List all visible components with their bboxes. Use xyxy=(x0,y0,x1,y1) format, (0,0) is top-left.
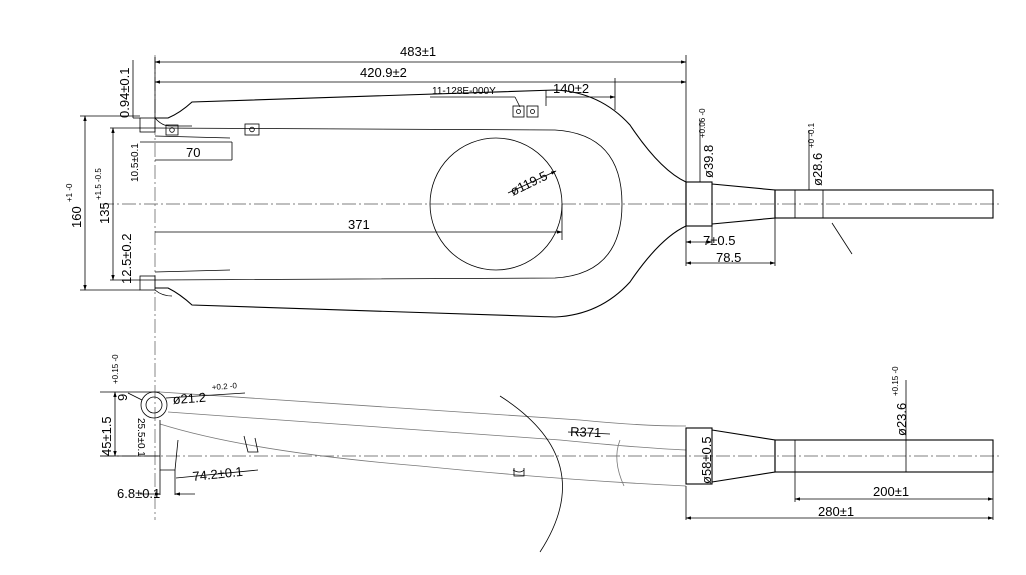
dim-steer-low-tol: +0.15 -0 xyxy=(891,366,900,396)
boss-upper-mid xyxy=(244,123,260,136)
dropout-line-upper xyxy=(154,135,231,139)
dim-160-tol: +1 -0 xyxy=(65,183,74,202)
dim-45: 45±1.5 xyxy=(99,416,114,456)
crown-curve xyxy=(616,439,625,487)
dim-steer-dia-tol: +0 -0.1 xyxy=(807,122,816,148)
steerer-tube xyxy=(774,189,994,219)
boss-hole-upper-mid xyxy=(249,126,255,133)
side-view: 9 +0.15 -0 ø21.2 +0.2 -0 45±1.5 25.5±0.1… xyxy=(99,354,1000,553)
boss-upper-left xyxy=(165,124,179,136)
dropout-lower-tab xyxy=(159,420,179,471)
dim-78: 78.5 xyxy=(716,250,741,265)
dim-125: 12.5±0.2 xyxy=(119,233,134,284)
dim-axle-9: 9 xyxy=(115,394,130,401)
dimline-74 xyxy=(175,469,259,479)
blade-upper-edge xyxy=(159,391,687,427)
dim-axle-9-tol: +0.15 -0 xyxy=(111,354,120,384)
marker-dot-right xyxy=(530,109,535,114)
dropout-fillet-lower xyxy=(154,289,173,297)
dim-25: 25.5±0.1 xyxy=(135,418,146,457)
dim-135: 135 xyxy=(97,202,112,224)
dim-160: 160 xyxy=(69,206,84,228)
dim-steer-dia: ø28.6 xyxy=(810,153,825,186)
dim-74: 74.2±0.1 xyxy=(192,464,244,484)
dropout-mid-tab xyxy=(243,435,259,453)
axle-outer-circle xyxy=(140,391,168,419)
dropout-line-lower xyxy=(154,269,231,273)
fork-inner-slot-outline xyxy=(154,127,623,281)
side-steerer-tube xyxy=(774,439,994,473)
dropout-fillet-upper xyxy=(154,117,192,127)
dim-crown-58: ø58±0.5 xyxy=(699,436,714,484)
dim-axle-dia-tol: +0.2 -0 xyxy=(212,381,238,392)
axle-dia-leader xyxy=(165,392,246,399)
side-crown xyxy=(685,427,713,485)
boss-hole-upper-left xyxy=(169,127,175,133)
dim-part-number: 11-128E-000Y xyxy=(432,86,496,97)
axle-inner-circle xyxy=(145,396,163,414)
dim-420: 420.9±2 xyxy=(360,65,407,80)
dim-7: 7±0.5 xyxy=(703,233,735,248)
dim-crown-dia: ø39.8 xyxy=(701,145,716,178)
dim-280: 280±1 xyxy=(818,504,854,519)
steerer-leader xyxy=(831,222,853,255)
dropout-tab-upper xyxy=(139,117,156,133)
dim-483: 483±1 xyxy=(400,44,436,59)
partnumber-leader xyxy=(514,96,521,108)
marker-box-right xyxy=(526,105,539,118)
dropout-tab-lower xyxy=(139,275,156,291)
dim-140: 140±2 xyxy=(553,81,589,96)
dim-axle-dia: ø21.2 xyxy=(172,390,206,407)
dim-094: 0.94±0.1 xyxy=(117,67,132,118)
dim-steer-low-dia: ø23.6 xyxy=(894,403,909,436)
dim-radius: R371 xyxy=(570,424,602,440)
blade-lower-edge xyxy=(159,423,687,487)
dim-crown-dia-tol: +0.06 -0 xyxy=(698,108,707,138)
crown-race-seat xyxy=(685,181,713,227)
blade-mid-edge xyxy=(167,411,687,451)
top-view: 483±1 420.9±2 11-128E-000Y 140±2 0.94±0.… xyxy=(65,44,1000,520)
small-mark-box xyxy=(513,468,525,477)
small-mark xyxy=(512,469,525,473)
fork-blade-outer-outline xyxy=(155,89,687,318)
dim-70: 70 xyxy=(186,145,200,160)
dim-68: 6.8±0.1 xyxy=(117,486,160,501)
circle-diameter-leader xyxy=(507,170,557,194)
dim-135-tol: +1.5 -0.5 xyxy=(94,168,103,200)
marker-dot-left xyxy=(516,109,521,114)
dim-105: 10.5±0.1 xyxy=(130,143,141,182)
radius-arc xyxy=(499,395,563,553)
dim-371: 371 xyxy=(348,217,370,232)
dim-200: 200±1 xyxy=(873,484,909,499)
dim-circle: ø119.5 xyxy=(508,168,550,199)
radius-leader xyxy=(567,431,611,435)
marker-box-left xyxy=(512,105,525,118)
axle-9-leader xyxy=(127,392,143,401)
